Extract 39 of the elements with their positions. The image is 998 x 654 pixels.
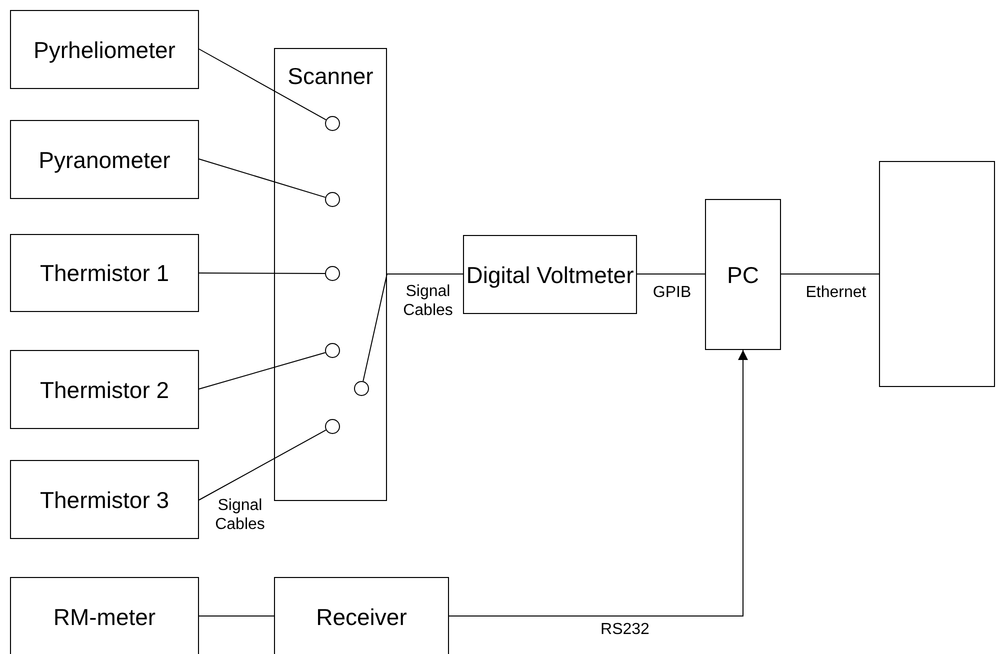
node-label: Receiver	[316, 604, 407, 630]
edge-label: Ethernet	[804, 283, 868, 302]
device-box	[463, 235, 637, 314]
connector-line	[198, 48, 326, 120]
contact-circle	[325, 343, 340, 358]
node-label: Pyrheliometer	[34, 36, 176, 62]
node-label: Digital Voltmeter	[466, 262, 634, 288]
device-box	[705, 199, 781, 350]
device-box	[10, 120, 199, 199]
contact-circle	[325, 266, 340, 281]
arrow	[448, 350, 748, 616]
edge-label: GPIB	[652, 283, 692, 302]
device-box	[10, 234, 199, 312]
connector-line	[198, 352, 326, 390]
connector-line	[198, 272, 326, 274]
node-label: Thermistor 3	[40, 486, 170, 512]
device-box	[10, 350, 199, 429]
device-box	[274, 577, 449, 654]
scanner-box	[274, 48, 387, 501]
computer-box	[879, 161, 995, 387]
device-box	[10, 577, 199, 654]
connector-line	[198, 158, 326, 198]
node-label: RM-meter	[53, 604, 156, 630]
contact-circle	[354, 381, 369, 396]
contact-circle	[325, 116, 340, 131]
edge-label: RS232	[600, 620, 650, 639]
contact-circle	[325, 192, 340, 207]
cable-label: Signal Cables	[214, 496, 266, 534]
node-label: PC	[727, 262, 759, 288]
connector-line	[362, 274, 464, 382]
connector-line	[198, 430, 326, 500]
device-box	[10, 460, 199, 539]
contact-circle	[325, 419, 340, 434]
group-title: Scanner	[288, 63, 374, 89]
node-label: Thermistor 2	[40, 376, 170, 402]
device-box	[10, 10, 199, 89]
node-label: Thermistor 1	[40, 260, 170, 286]
node-label: Pyranometer	[38, 146, 170, 172]
edge-label: Signal Cables	[402, 282, 454, 320]
